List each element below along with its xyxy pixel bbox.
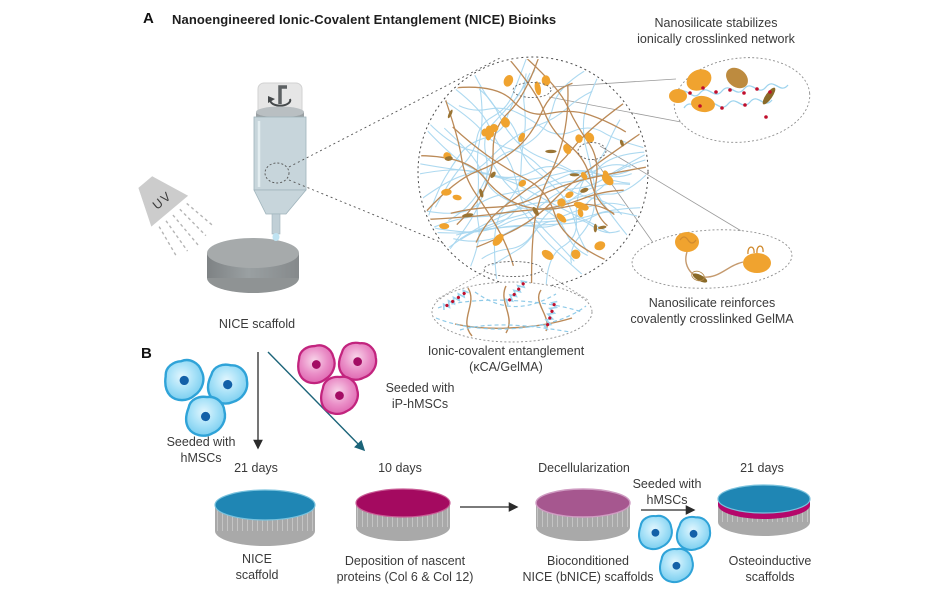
zoom-leader-lines (264, 57, 501, 245)
inset-ionic-covalent (431, 278, 593, 343)
hmsc-cells-left (160, 356, 251, 438)
disk-bnice (535, 488, 631, 541)
panel-b-label: B (141, 345, 152, 362)
arrow-10days-diagonal (267, 351, 366, 452)
seeded-hmscs-right-label: Seeded with hMSCs (632, 477, 702, 507)
nice-scaffold-caption: NICE scaffold (218, 317, 296, 331)
annotation-nanosilicate-reinforces: Nanosilicate reinforces covalently cross… (630, 296, 794, 326)
bioprinter-syringe (253, 82, 307, 241)
panel-a-label: A (143, 10, 154, 27)
inset-covalent-reinforced (631, 229, 793, 289)
figure-title: Nanoengineered Ionic-Covalent Entangleme… (172, 12, 557, 27)
annotation-ionic-covalent: Ionic-covalent entanglement (κCA/GelMA) (427, 344, 585, 374)
disk-nice-scaffold (214, 489, 316, 546)
bioink-network-circle (417, 56, 649, 288)
disk1-caption: NICE scaffold (235, 552, 279, 582)
decellularization-label: Decellularization (538, 461, 630, 475)
seeded-hmscs-label: Seeded with hMSCs (166, 435, 236, 465)
disk4-caption: Osteoinductive scaffolds (728, 554, 812, 584)
duration-21-days-left: 21 days (234, 461, 278, 475)
disk-deposition (355, 488, 451, 541)
inset-ionic-stabilized (669, 57, 811, 143)
duration-10-days: 10 days (378, 461, 422, 475)
duration-21-days-right: 21 days (740, 461, 784, 475)
uv-lamp-icon: UV (138, 176, 215, 258)
seeded-ip-hmscs-label: Seeded with iP-hMSCs (385, 381, 455, 411)
workflow-arrows (253, 351, 696, 515)
disk3-caption: Bioconditioned NICE (bNICE) scaffolds (522, 554, 654, 584)
disk-osteoinductive (717, 484, 811, 536)
disk2-caption: Deposition of nascent proteins (Col 6 & … (336, 554, 474, 584)
ip-hmsc-cells (295, 339, 380, 416)
print-stage-disk (207, 238, 299, 293)
annotation-nanosilicate-stabilizes: Nanosilicate stabilizes ionically crossl… (637, 16, 795, 46)
